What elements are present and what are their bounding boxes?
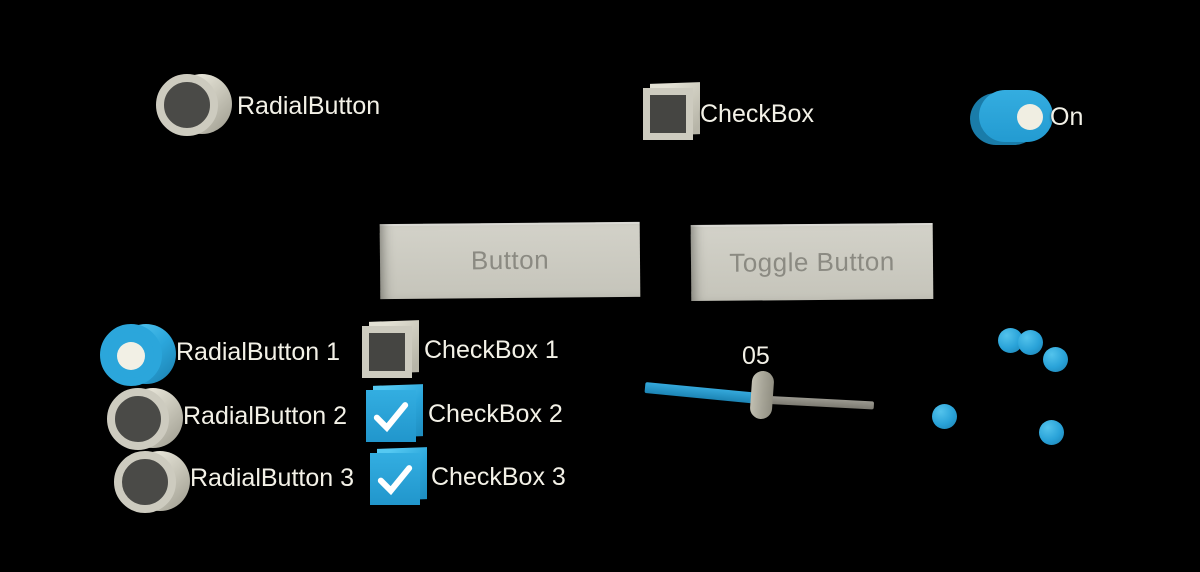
button-label: Button	[470, 244, 550, 276]
check-icon	[373, 402, 409, 433]
checkbox-2[interactable]	[366, 384, 424, 448]
radial-button-3[interactable]	[114, 449, 194, 517]
radial-button-top[interactable]	[156, 72, 236, 140]
radial-button-1[interactable]	[100, 322, 180, 390]
toggle-state-label: On	[1050, 103, 1084, 131]
radial-button-top-label: RadialButton	[237, 92, 381, 120]
slider[interactable]: 05	[630, 335, 890, 430]
radial-button-face	[114, 451, 176, 513]
sphere[interactable]	[1018, 330, 1043, 355]
radial-button-face	[156, 74, 218, 136]
sphere[interactable]	[932, 404, 957, 429]
toggle-knob-icon	[1017, 104, 1043, 130]
sphere[interactable]	[1043, 347, 1068, 372]
checkbox-top-label: CheckBox	[700, 100, 814, 128]
slider-thumb[interactable]	[749, 370, 775, 420]
radial-button-2-label: RadialButton 2	[183, 402, 348, 430]
radial-button-2[interactable]	[107, 386, 187, 454]
checkbox-top[interactable]	[643, 82, 701, 146]
slider-track-filled	[644, 382, 759, 404]
slider-track	[769, 396, 875, 410]
sphere[interactable]	[1039, 420, 1064, 445]
toggle-button[interactable]: Toggle Button	[690, 222, 934, 302]
radial-button-1-label: RadialButton 1	[176, 338, 341, 366]
toggle-button-label: Toggle Button	[729, 245, 895, 278]
checkbox-box	[370, 453, 420, 505]
checkbox-box	[362, 326, 412, 378]
slider-value: 05	[742, 342, 770, 370]
button[interactable]: Button	[379, 221, 641, 300]
checkbox-3[interactable]	[370, 447, 428, 511]
radial-button-3-label: RadialButton 3	[190, 464, 355, 492]
check-icon	[377, 465, 413, 496]
checkbox-box	[643, 88, 693, 140]
radial-dot-icon	[117, 342, 145, 370]
checkbox-1-label: CheckBox 1	[424, 336, 559, 364]
checkbox-2-label: CheckBox 2	[428, 400, 563, 428]
toggle-switch[interactable]	[970, 90, 1054, 146]
checkbox-box	[366, 390, 416, 442]
radial-button-face	[107, 388, 169, 450]
checkbox-1[interactable]	[362, 320, 420, 384]
checkbox-3-label: CheckBox 3	[431, 463, 566, 491]
